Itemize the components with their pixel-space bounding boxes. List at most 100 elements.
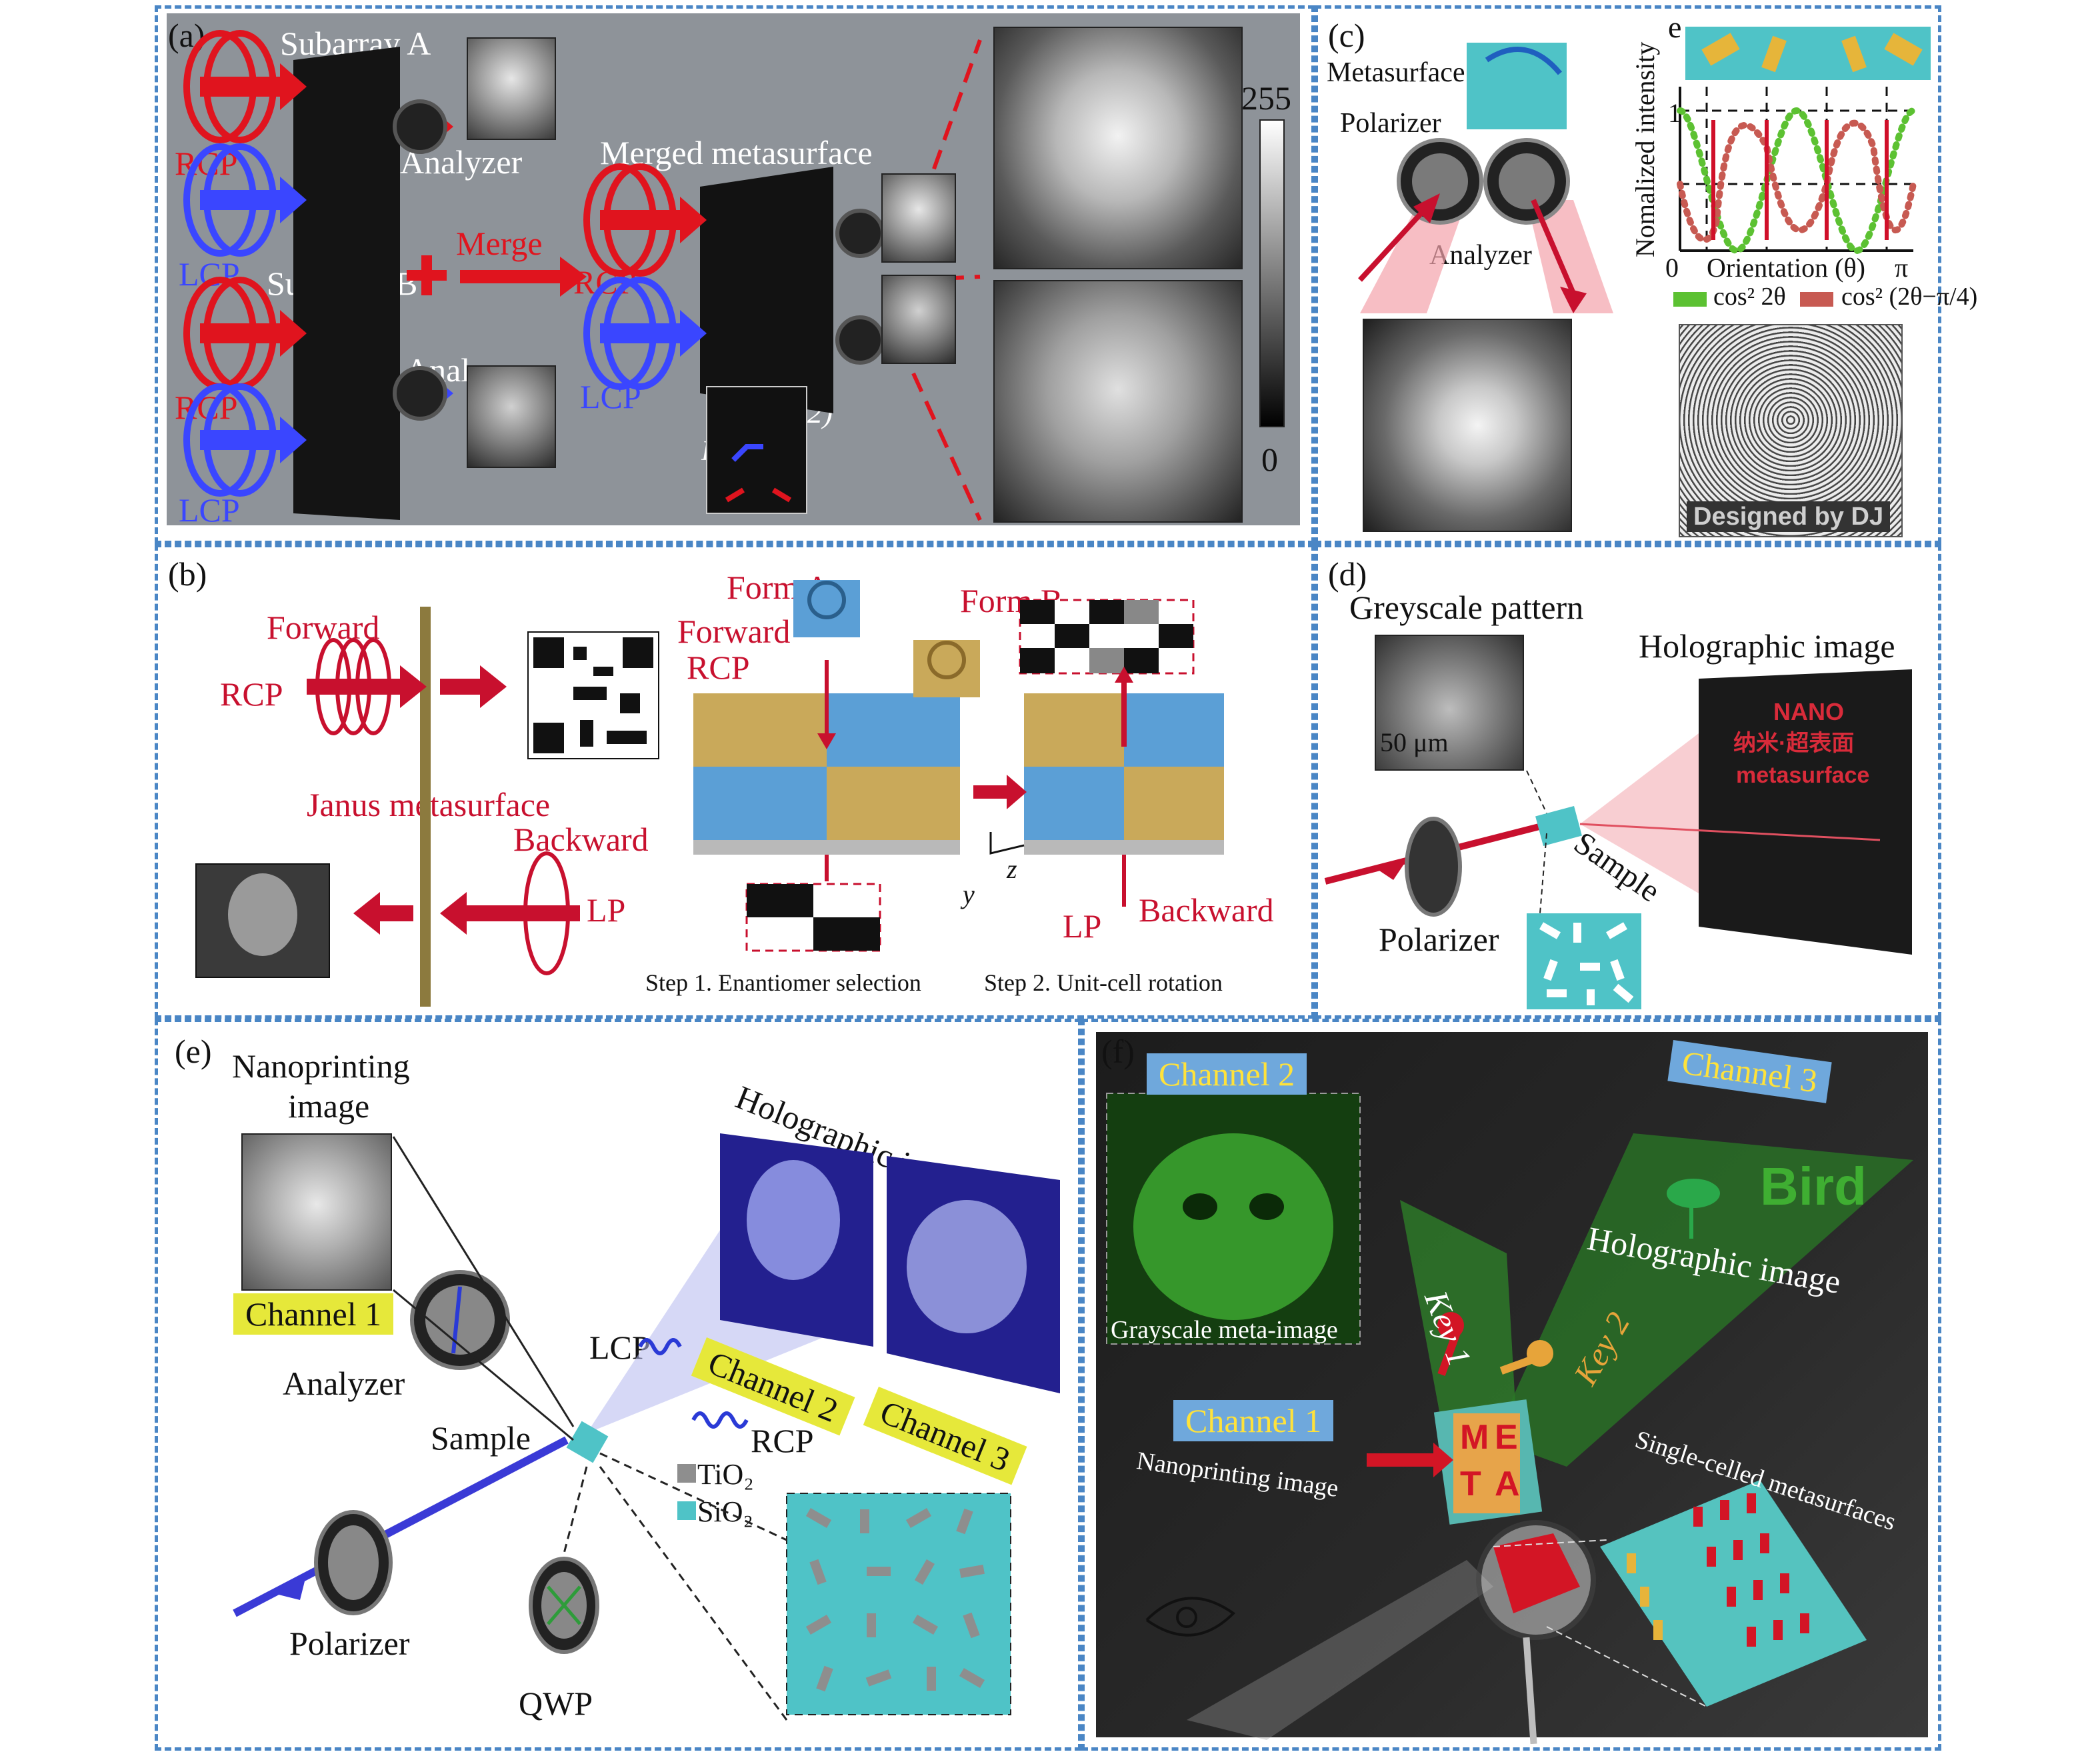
forward-rcp-label-2: RCP [687,649,750,686]
forward-rcp-label-1: Forward [677,613,791,650]
step1-label: Step 1. Enantiomer selection [645,969,921,996]
panel-e-tag: (e) [175,1033,212,1070]
merged-metasurface-label: Merged metasurface [600,134,873,171]
plot-y1-label: 1 [1668,98,1681,128]
blue-arrows [200,177,893,463]
panel-f [1081,1019,1941,1751]
colorbar [1259,119,1285,427]
key1-icon [1437,1312,1464,1376]
legend-red-label: cos² (2θ−π/4) [1841,283,1978,311]
plot-xpi-label: π [1895,253,1909,283]
janus-metasurface-plate [420,607,431,1007]
panel-f-tag: (f) [1101,1033,1135,1070]
grayscale-meta-image-label: Grayscale meta-image [1111,1316,1338,1344]
lp-label-2: LP [1063,907,1102,945]
merge-label: Merge [456,225,543,262]
meta-letter-e: E [1495,1418,1518,1457]
holo-text-line2: 纳米·超表面 [1733,731,1855,756]
polarizer-label-d: Polarizer [1379,921,1499,958]
polarizer-wheel-d [1405,817,1462,917]
holographic-label-d: Holographic image [1639,627,1895,665]
subarray-a-plate [293,47,400,333]
sample-label-e: Sample [431,1419,531,1457]
sample-chip-e [566,1421,609,1463]
nanoprinting-label-2: image [288,1087,370,1125]
orientation-bars [1701,33,1923,73]
axis-y-label: y [963,879,975,909]
subarray-b-plate [293,293,400,520]
analyzer-icon [393,99,885,421]
plot-x-label: Orientation (θ) [1707,253,1865,283]
lp-label: LP [587,891,626,929]
merged-plate [700,167,833,413]
bird-label: Bird [1760,1157,1867,1216]
holo-text-line3: metasurface [1736,763,1870,788]
forward-label: Forward [267,609,380,646]
metasurface-tiles-right [1024,693,1224,855]
holo-text-line1: NANO [1773,698,1844,725]
panel-a [155,5,1315,544]
lotus-flower-image [1363,319,1572,532]
metasurface-tiles-left [693,693,960,855]
einstein-small-portrait [467,37,556,140]
qwp-label: QWP [519,1685,593,1722]
red-curve [1677,119,1917,243]
panel-b-tag: (b) [168,555,207,593]
nanoprinting-label-1: Nanoprinting [232,1047,410,1085]
colorbar-min-label: 0 [1261,441,1278,478]
polarizer-label-e: Polarizer [289,1625,410,1662]
legend-green-label: cos² 2θ [1713,283,1786,311]
panel-d-tag: (d) [1328,555,1367,593]
hologram-screen [1699,669,1912,955]
polarizer-label-c: Polarizer [1340,108,1441,139]
step2-label: Step 2. Unit-cell rotation [984,969,1223,996]
meta-letter-m: M [1460,1418,1489,1457]
panel-c-tag: (c) [1328,17,1365,54]
plot-tag-e: e [1668,10,1682,44]
designed-by-label: Designed by DJ [1687,501,1891,532]
channel2-tag-f: Channel 2 [1147,1053,1307,1095]
einstein-merged-portrait [881,173,956,263]
einstein-large-portrait [993,27,1243,269]
backward-label: Backward [513,821,649,858]
merge-arrow [460,257,587,297]
cat-greyscale-image [1375,635,1524,771]
key2-icon [1499,1340,1553,1375]
form-a-cube [793,580,860,637]
rcp-label-b: RCP [220,675,283,713]
rcp-label-e: RCP [751,1422,814,1459]
curie-merged-portrait [881,275,956,364]
panel-e [155,1019,1081,1751]
scale-bar-label: 50 μm [1380,727,1449,757]
panel-b [155,544,1315,1019]
channel1-tag-f: Channel 1 [1173,1400,1334,1441]
greyscale-label: Greyscale pattern [1349,589,1584,626]
panel-c [1315,5,1941,544]
meta-letter-a: A [1495,1465,1520,1503]
lamb-image [241,1133,392,1291]
panel-d [1315,544,1941,1019]
meta-letter-t: T [1460,1465,1481,1503]
bird-icon [1667,1179,1720,1239]
analyzer-label-e: Analyzer [283,1365,405,1402]
unit-cell-inset [706,386,807,514]
curie-large-portrait [993,280,1243,523]
green-curve [1677,107,1917,255]
plus-sign-v [421,255,432,295]
channel1-tag-e: Channel 1 [233,1293,394,1335]
curie-small-portrait [467,365,556,468]
metasurface-label: Metasurface [1327,57,1465,88]
metasurface-icon [1467,43,1567,129]
eye-sketch-icon [1145,1597,1236,1637]
lcp-label-2: LCP [179,491,240,529]
tio2-label: TiO₂ [697,1458,754,1491]
form-b-cube [913,640,980,697]
axis-z-label: z [1007,854,1017,884]
